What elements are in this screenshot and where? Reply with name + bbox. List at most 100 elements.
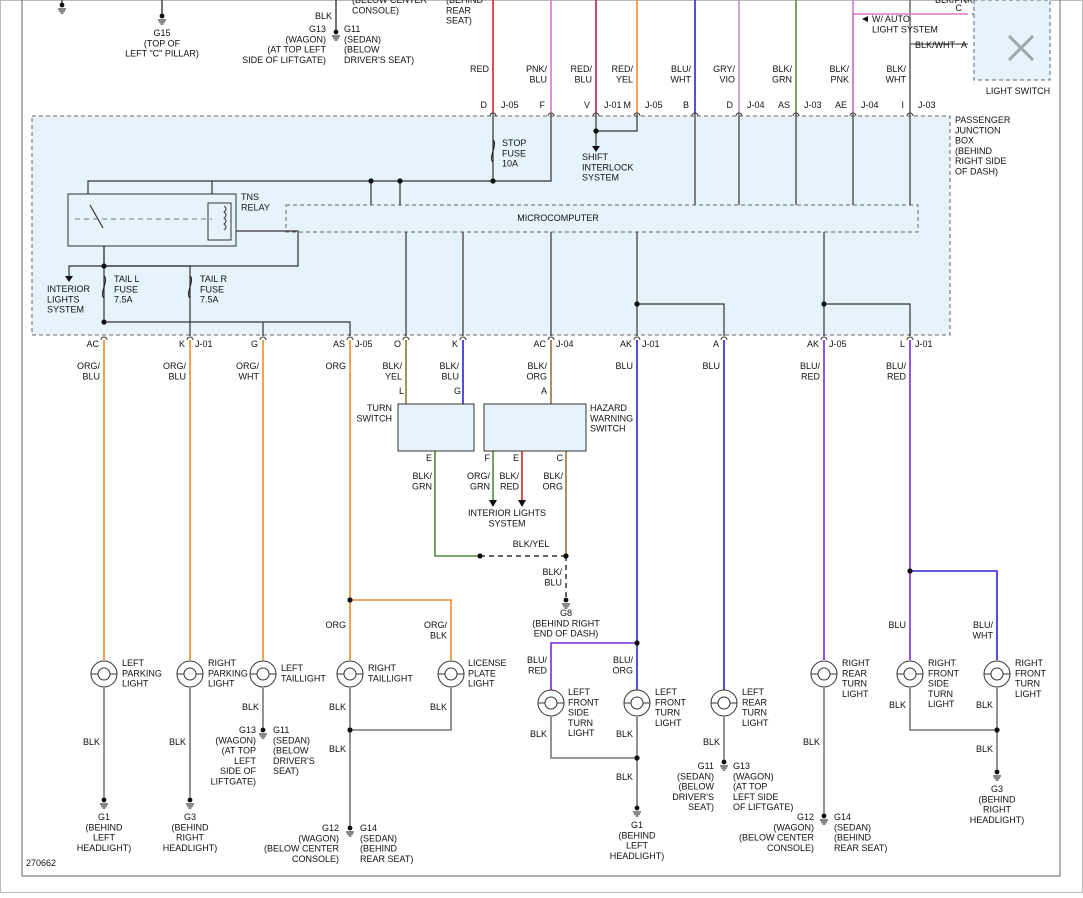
arrow-icon (489, 500, 497, 507)
wire-color-label: BLK (530, 729, 547, 739)
w-auto-label: LIGHT SYSTEM (872, 24, 938, 34)
microcomputer-box (285, 204, 919, 233)
lamp-label: FRONT (655, 697, 686, 707)
tns-relay-label: TNS (241, 192, 259, 202)
wire-color-label: BLK (889, 700, 906, 710)
tail-r-fuse-label: TAIL R (200, 274, 228, 284)
g15-ground-icon (59, 2, 65, 8)
lamp-label: FRONT (928, 668, 959, 678)
lamp-label: TURN (742, 708, 767, 718)
wire-color-label: BLK/ (382, 361, 402, 371)
g14-label: (BEHIND (834, 833, 872, 843)
close-icon[interactable] (1007, 34, 1035, 62)
wire-color-label: BLK (315, 11, 332, 21)
wire-color-label: BLK/ (543, 471, 563, 481)
pin-label: B (683, 100, 689, 110)
connector-label: J-01 (195, 339, 213, 349)
lamp-label: LEFT (281, 663, 304, 673)
wire-color-label: ORG (542, 481, 563, 491)
g13-label: LEFT (234, 756, 257, 766)
pin-label: F (485, 453, 491, 463)
interior-lights-label: INTERIOR LIGHTS (468, 508, 546, 518)
g12-label: (WAGON) (773, 822, 814, 832)
wire-color-label: BLK/WHT (915, 40, 956, 50)
bottom-terminal (820, 336, 828, 341)
lamp-label: TURN (568, 718, 593, 728)
pin-label: V (584, 100, 590, 110)
g12-label: (BELOW CENTER (264, 844, 340, 854)
bottom-terminal (720, 336, 728, 341)
splice-dot (634, 301, 640, 307)
blk-pnk-switch-wire (852, 13, 968, 113)
wire-color-label: BLK (242, 702, 259, 712)
g14-label: (BEHIND (360, 844, 398, 854)
g13-label: G13 (733, 761, 750, 771)
wire-color-label: GRY/ (713, 64, 735, 74)
tail-r-fuse-label: FUSE (200, 284, 224, 294)
lamp-label: RIGHT (928, 658, 957, 668)
connector-label: J-01 (915, 339, 933, 349)
wire-color-label: BLU/ (527, 655, 548, 665)
lamp-label: REAR (842, 668, 868, 678)
splice-dot (563, 553, 569, 559)
wire-color-label: BLU/ (973, 620, 994, 630)
splice-dot (347, 597, 353, 603)
lamp-label: LIGHT (928, 699, 955, 709)
splice-dot (994, 727, 1000, 733)
lamp-label: LEFT (742, 687, 765, 697)
wire-color-label: WHT (671, 74, 692, 84)
top-terminal (906, 112, 914, 117)
pin-label: AK (620, 339, 632, 349)
g11-ground-icon (721, 759, 727, 765)
wire-color-label: BLK/PNK (935, 0, 973, 5)
g11-label: DRIVER'S (672, 792, 714, 802)
blk-wire (909, 688, 997, 731)
wire-color-label: RED (887, 371, 907, 381)
interior-lights-label: SYSTEM (47, 305, 84, 315)
pin-label: K (179, 339, 185, 349)
lamp-label: RIGHT (208, 658, 237, 668)
g11-label: (BELOW (344, 45, 380, 55)
g13-label: (WAGON) (215, 735, 256, 745)
splice-dot (397, 178, 403, 184)
stop-fuse-icon (490, 139, 496, 163)
g13-label: LIFTGATE) (211, 777, 256, 787)
splice-dot (907, 568, 913, 574)
pin-label: D (727, 100, 734, 110)
wire-color-label: GRN (772, 74, 792, 84)
wire-color-label: GRN (470, 481, 490, 491)
symbols (58, 2, 1011, 837)
wire-color-label: ORG (325, 361, 346, 371)
microcomputer-label: MICROCOMPUTER (517, 213, 599, 223)
pin-label: A (713, 339, 719, 349)
wire-color-label: BLK/ (886, 64, 906, 74)
turn-switch-label: SWITCH (357, 413, 393, 423)
top-terminal (633, 112, 641, 117)
wire-color-label: BLU (529, 74, 547, 84)
connector-label: J-04 (747, 100, 765, 110)
wire-color-label: PNK/ (526, 64, 548, 74)
g1-label: HEADLIGHT) (77, 843, 132, 853)
turn-switch-box (397, 403, 475, 452)
g11-label: G11 (344, 24, 360, 34)
below-center-label: (BELOW CENTER (352, 0, 428, 5)
g11-label: (SEDAN) (273, 735, 310, 745)
interior-lights-label: SYSTEM (488, 518, 525, 528)
g11-label: DRIVER'S (273, 756, 315, 766)
wire-color-label: BLU (168, 371, 186, 381)
stop-fuse-label: STOP (502, 138, 526, 148)
wire-color-label: YEL (616, 74, 633, 84)
micro-output (636, 232, 725, 336)
bottom-terminal (100, 336, 108, 341)
connector-label: J-05 (829, 339, 847, 349)
pin-label: AC (86, 339, 99, 349)
g1-label: G1 (631, 820, 643, 830)
pin-label: AK (807, 339, 819, 349)
splice-dot (477, 553, 483, 559)
pin-label: AE (835, 100, 847, 110)
interior-lights-label: LIGHTS (47, 294, 80, 304)
connector-label: J-05 (501, 100, 519, 110)
lamp-label: FRONT (568, 697, 599, 707)
splice-dot (490, 178, 496, 184)
